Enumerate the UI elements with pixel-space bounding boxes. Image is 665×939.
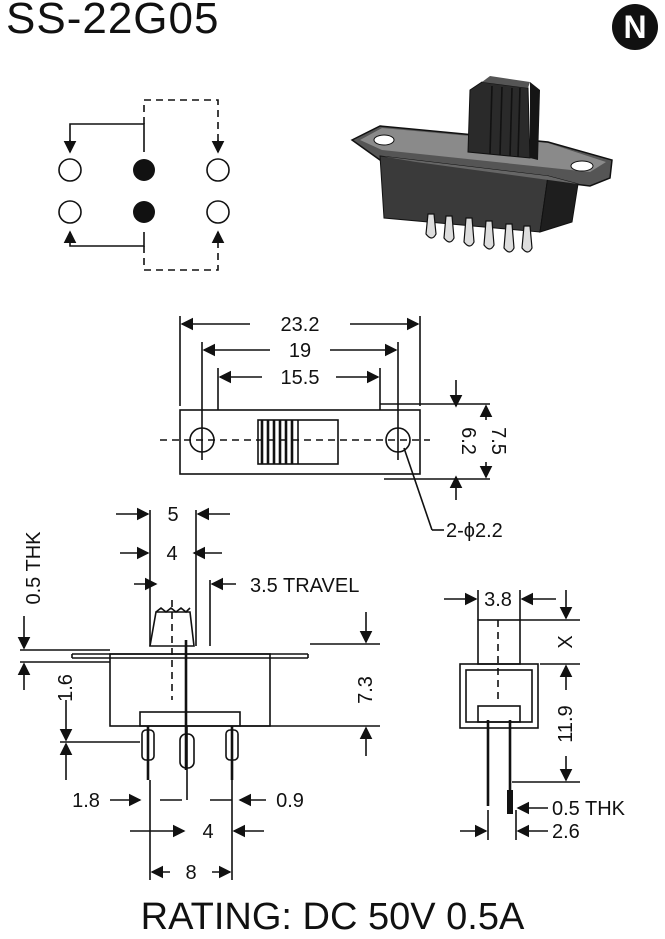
dim-mount-hole: 2-ϕ2.2 [446,520,503,542]
rating-text: RATING: DC 50V 0.5A [140,896,525,938]
terminal-open [206,158,230,182]
dim-knob-5: 5 [167,504,178,526]
dim-side-3-8: 3.8 [484,589,512,611]
dim-height-7-5: 7.5 [487,427,509,455]
dim-thickness-left: 0.5 THK [23,531,45,605]
terminal-common [133,159,155,181]
side-view [444,590,580,840]
dim-side-11-9: 11.9 [555,705,577,742]
brand-logo-icon: N [612,4,658,50]
dim-height-7-3: 7.3 [355,676,377,704]
switch-3d-illustration [350,76,613,253]
dim-pin-span-8: 8 [185,862,196,884]
dim-travel: 3.5 TRAVEL [250,575,359,597]
terminal-open [206,200,230,224]
terminal-common [133,201,155,223]
dim-pin-0-9: 0.9 [276,790,304,812]
dim-height-1-6: 1.6 [55,674,77,702]
terminal-open [58,200,82,224]
top-view [160,316,493,531]
dim-width-overall: 23.2 [281,314,320,336]
dim-side-2-6: 2.6 [552,821,580,843]
front-view [17,507,380,880]
dim-side-thickness: 0.5 THK [552,798,626,820]
dim-knob-4: 4 [166,543,177,565]
circuit-schematic [58,99,230,271]
dim-pin-pitch-4: 4 [202,821,213,843]
part-number-title: SS-22G05 [6,0,220,43]
dim-pin-1-8: 1.8 [72,790,100,812]
dim-height-6-2: 6.2 [457,427,479,455]
terminal-open [58,158,82,182]
dim-body-length: 15.5 [281,367,320,389]
dim-hole-pitch: 19 [289,340,311,362]
dim-side-x: X [555,635,577,648]
